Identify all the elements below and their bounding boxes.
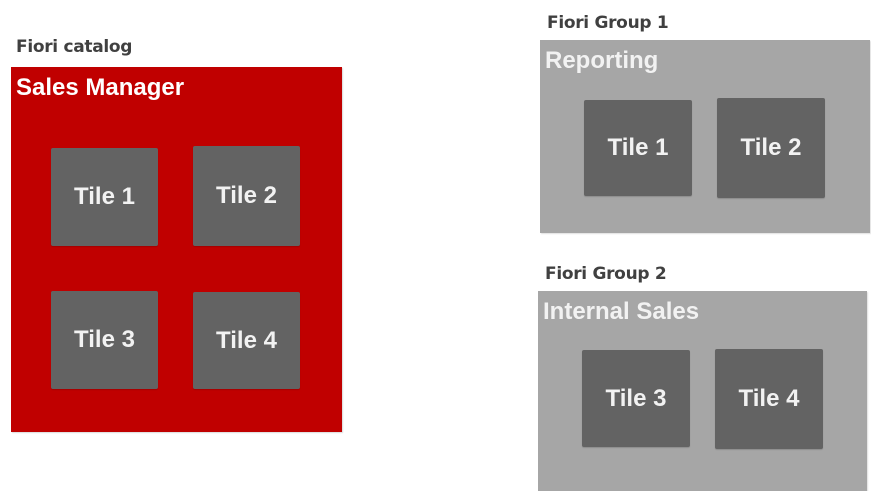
group-2-tile-3[interactable]: Tile 3 xyxy=(582,350,690,447)
tile-label: Tile 3 xyxy=(74,326,135,353)
group-2-heading: Fiori Group 2 xyxy=(545,264,667,284)
catalog-tile-3[interactable]: Tile 3 xyxy=(51,291,158,389)
tile-label: Tile 2 xyxy=(216,182,277,209)
catalog-tile-1[interactable]: Tile 1 xyxy=(51,148,158,246)
catalog-sales-manager: Sales Manager Tile 1 Tile 2 Tile 3 Tile … xyxy=(11,67,342,432)
group-1-tile-2[interactable]: Tile 2 xyxy=(717,98,825,198)
group-1-title: Reporting xyxy=(545,47,659,74)
catalog-heading: Fiori catalog xyxy=(16,37,133,57)
tile-label: Tile 2 xyxy=(740,134,802,161)
group-internal-sales: Internal Sales Tile 3 Tile 4 xyxy=(538,291,867,491)
catalog-title: Sales Manager xyxy=(16,74,185,101)
group-reporting: Reporting Tile 1 Tile 2 xyxy=(540,40,870,233)
group-2-title: Internal Sales xyxy=(543,298,700,325)
catalog-tile-2[interactable]: Tile 2 xyxy=(193,146,300,246)
group-2-tile-4[interactable]: Tile 4 xyxy=(715,349,823,449)
tile-label: Tile 4 xyxy=(216,326,277,354)
group-1-tile-1[interactable]: Tile 1 xyxy=(584,100,692,196)
catalog-tile-4[interactable]: Tile 4 xyxy=(193,292,300,389)
tile-label: Tile 1 xyxy=(74,183,135,210)
group-1-heading: Fiori Group 1 xyxy=(547,13,669,33)
tile-label: Tile 4 xyxy=(738,385,800,412)
tile-label: Tile 3 xyxy=(605,384,667,412)
tile-label: Tile 1 xyxy=(607,134,669,161)
